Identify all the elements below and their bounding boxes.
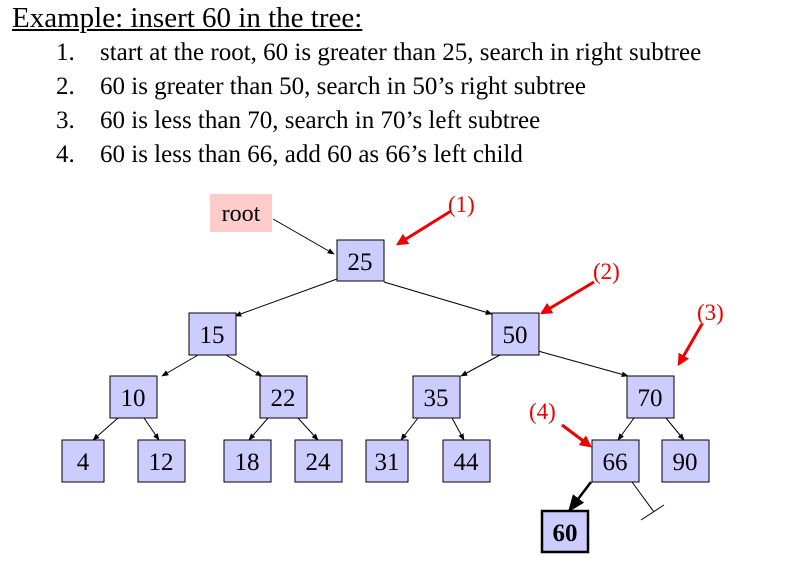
edge-22-24 <box>297 417 319 441</box>
edge-50-35 <box>460 354 501 377</box>
step-text: 60 is greater than 50, search in 50’s ri… <box>100 73 586 100</box>
node-label-35: 35 <box>424 385 449 412</box>
annotation-arrow-4 <box>561 423 592 448</box>
edge-15-10 <box>161 354 199 377</box>
step-number: 1. <box>56 39 75 66</box>
node-label-12: 12 <box>149 449 174 476</box>
edge-35-31 <box>400 417 419 441</box>
node-24 <box>294 439 343 483</box>
node-label-25: 25 <box>348 249 373 276</box>
annotation-4: (4) <box>529 399 556 424</box>
node-label-22: 22 <box>271 385 296 412</box>
node-10 <box>109 375 158 419</box>
edge-25-15 <box>234 278 338 317</box>
edge-70-66 <box>617 417 635 441</box>
node-label-4: 4 <box>77 449 90 476</box>
step-text: 60 is less than 66, add 60 as 66’s left … <box>100 141 523 168</box>
node-15 <box>188 312 237 356</box>
node-12 <box>137 439 186 483</box>
annotation-arrow-1 <box>395 209 452 246</box>
node-35 <box>412 375 461 419</box>
node-18 <box>223 439 272 483</box>
node-label-15: 15 <box>200 322 225 349</box>
page-title: Example: insert 60 in the tree: <box>12 2 363 34</box>
annotation-1: (1) <box>448 192 475 217</box>
edge-70-90 <box>665 417 685 441</box>
node-22 <box>259 375 308 419</box>
node-70 <box>626 375 675 419</box>
node-label-24: 24 <box>306 449 332 476</box>
root-pointer-edge <box>272 218 335 255</box>
edge-15-22 <box>225 354 263 377</box>
node-label-10: 10 <box>121 385 146 412</box>
root-label: root <box>222 201 261 227</box>
null-pointer-mark <box>640 504 665 521</box>
root-label-box <box>210 194 272 232</box>
edge-66-60 <box>567 481 592 513</box>
step-annotations: (1) (2) (3) (4) <box>395 192 724 448</box>
edge-10-4 <box>92 417 119 441</box>
node-label-66: 66 <box>603 449 628 476</box>
edge-22-18 <box>248 417 269 441</box>
node-label-60: 60 <box>553 520 578 547</box>
step-number: 4. <box>56 141 75 168</box>
edge-25-50 <box>383 281 493 315</box>
annotation-3: (3) <box>697 300 724 325</box>
node-66 <box>591 439 640 483</box>
node-label-18: 18 <box>235 449 260 476</box>
annotation-2: (2) <box>593 259 620 284</box>
step-number: 3. <box>56 107 75 134</box>
node-4 <box>61 439 105 483</box>
edge-35-44 <box>451 417 465 441</box>
tree-nodes <box>61 239 710 554</box>
node-label-50: 50 <box>503 322 528 349</box>
annotation-arrow-2 <box>539 280 595 315</box>
step-text: start at the root, 60 is greater than 25… <box>100 39 702 66</box>
tree-edges <box>92 278 685 521</box>
node-label-44: 44 <box>454 449 480 476</box>
node-50 <box>491 312 540 356</box>
edge-10-12 <box>143 417 160 441</box>
node-60 <box>540 509 590 554</box>
node-label-31: 31 <box>375 449 400 476</box>
step-number: 2. <box>56 73 75 100</box>
node-44 <box>442 439 491 483</box>
node-90 <box>661 439 710 483</box>
edge-50-70 <box>537 350 629 378</box>
node-25 <box>336 239 385 282</box>
step-text: 60 is less than 70, search in 70’s left … <box>100 107 541 134</box>
node-31 <box>365 439 409 483</box>
node-labels: 25 15 50 10 22 35 70 4 12 18 24 31 44 66… <box>77 249 698 547</box>
node-label-70: 70 <box>638 385 663 412</box>
node-label-90: 90 <box>673 449 698 476</box>
edge-66-null <box>631 481 655 513</box>
annotation-arrow-3 <box>677 323 704 367</box>
